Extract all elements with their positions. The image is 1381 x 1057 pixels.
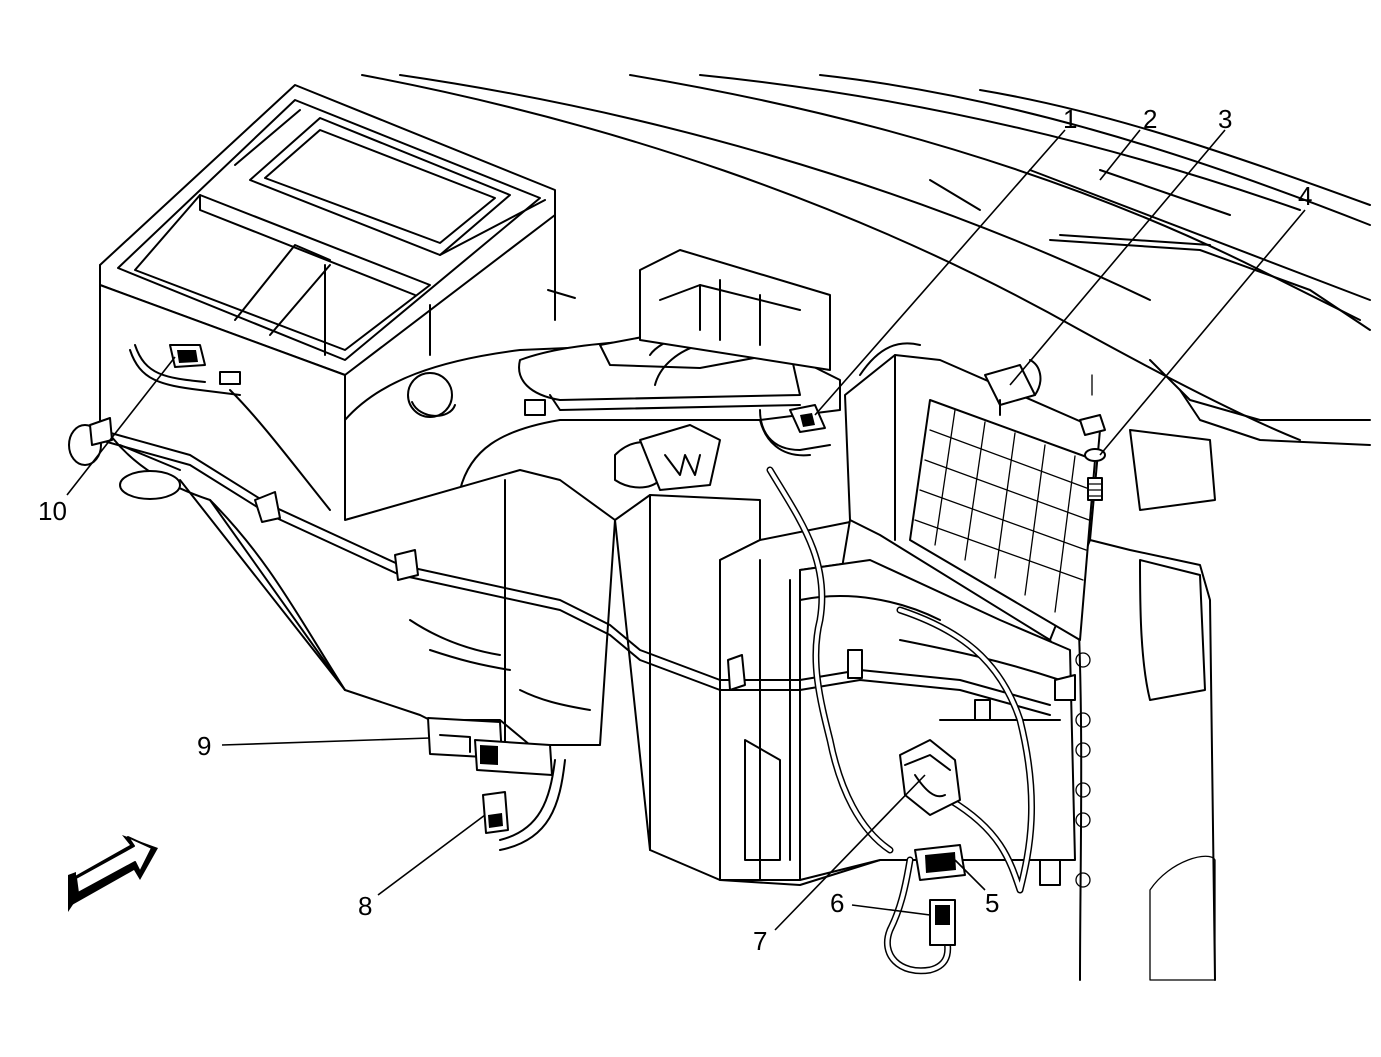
callout-2: 2 [1143, 104, 1157, 134]
callout-5: 5 [985, 888, 999, 918]
callout-1: 1 [1063, 104, 1077, 134]
connector-1 [789, 404, 826, 433]
fastener-4 [1079, 374, 1106, 501]
callout-7: 7 [753, 926, 767, 956]
wiring-harness [99, 344, 1051, 975]
hvac-case-right [799, 559, 1076, 886]
callout-3: 3 [1218, 104, 1232, 134]
callout-4: 4 [1298, 181, 1312, 211]
direction-arrow-icon [68, 835, 158, 912]
connector-6 [929, 899, 956, 946]
blower-housing [344, 249, 841, 521]
module-9 [427, 717, 553, 776]
connector-8 [482, 791, 509, 834]
connector-5 [914, 844, 966, 881]
hvac-case-upper [99, 84, 576, 521]
right-side-panel [1074, 429, 1216, 981]
callout-8: 8 [358, 891, 372, 921]
harness-clips [89, 417, 1076, 721]
callout-6: 6 [830, 888, 844, 918]
hvac-case-lower [68, 284, 616, 771]
callout-labels: 1 2 3 4 5 6 7 8 9 10 [38, 104, 1312, 956]
heater-core-cover [614, 424, 1001, 886]
callout-10: 10 [38, 496, 67, 526]
callout-9: 9 [197, 731, 211, 761]
instrument-panel [361, 74, 1371, 446]
leader-lines [66, 129, 1306, 931]
